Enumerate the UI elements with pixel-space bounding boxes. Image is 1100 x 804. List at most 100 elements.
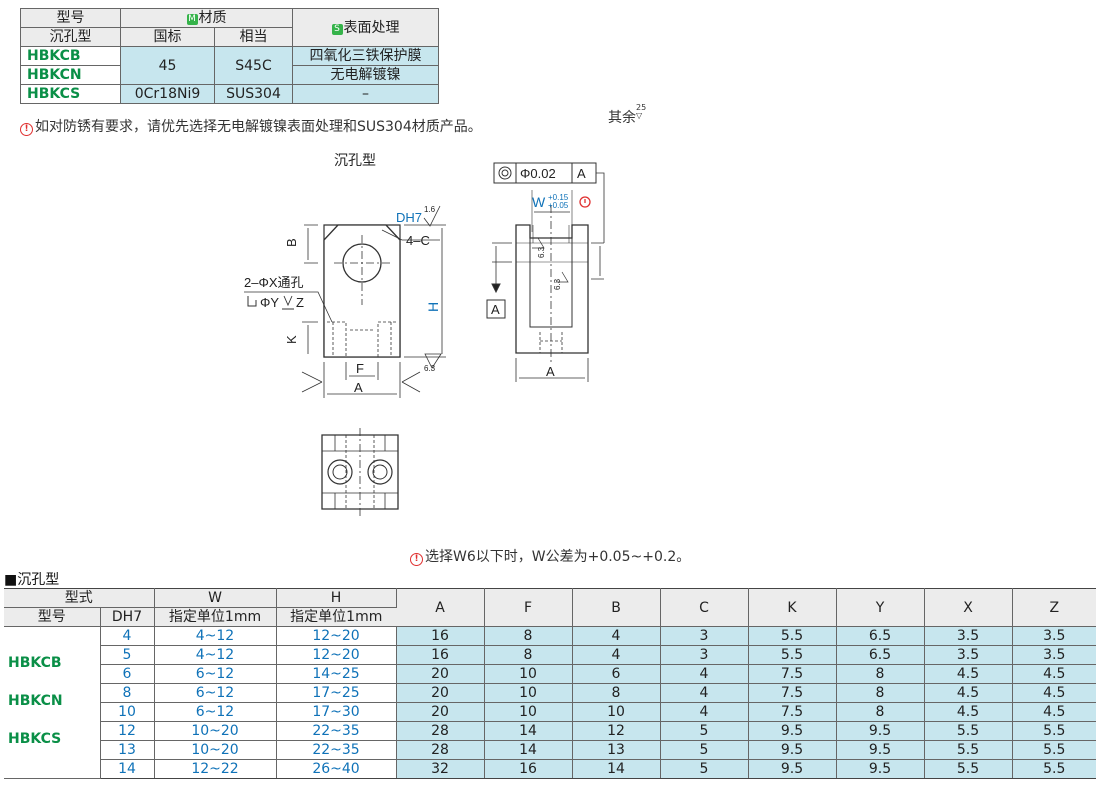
value-cell: 14: [572, 759, 661, 779]
value-cell: 6.5: [836, 626, 925, 646]
h-label: H: [425, 302, 441, 312]
value-cell: 10: [484, 683, 573, 703]
bore-circle: [342, 243, 382, 283]
header-model: 型号: [20, 8, 121, 28]
header-col: X: [924, 588, 1013, 627]
header-dh7: DH7: [100, 607, 155, 627]
svg-text:4–C: 4–C: [406, 233, 430, 248]
svg-text:6.3: 6.3: [424, 364, 436, 373]
value-cell: 3.5: [1012, 626, 1096, 646]
value-cell: 5.5: [924, 759, 1013, 779]
warning-icon: !: [410, 553, 423, 566]
header-form: 型式: [4, 588, 155, 608]
value-cell: 20: [396, 683, 485, 703]
dh7-cell: 8: [100, 683, 155, 703]
value-cell: 16: [396, 626, 485, 646]
value-cell: 4: [572, 645, 661, 665]
value-cell: 9.5: [748, 721, 837, 741]
value-cell: 4: [572, 626, 661, 646]
warning-icon: !: [20, 123, 33, 136]
technical-drawing: 沉孔型 B H K F A DH7 1.6 4–C 6.3 2–ΦX通孔 ΦY: [244, 152, 605, 516]
equivalent-cell: S45C: [214, 46, 293, 85]
header-col: Y: [836, 588, 925, 627]
value-cell: 6: [572, 664, 661, 684]
value-cell: 5.5: [748, 626, 837, 646]
header-equivalent: 相当: [214, 27, 293, 47]
front-view: B H K F A DH7 1.6 4–C 6.3 2–ΦX通孔 ΦY Z: [244, 205, 446, 398]
value-cell: 16: [484, 759, 573, 779]
header-col: A: [396, 588, 485, 627]
header-national: 国标: [120, 27, 215, 47]
header-w-unit: 指定单位1mm: [154, 607, 277, 627]
value-cell: 13: [572, 740, 661, 760]
national-cell: 0Cr18Ni9: [120, 84, 215, 104]
header-w: W: [154, 588, 277, 608]
value-cell: 5.5: [1012, 759, 1096, 779]
value-cell: 5.5: [924, 740, 1013, 760]
svg-text:F: F: [356, 361, 364, 376]
header-h-unit: 指定单位1mm: [276, 607, 396, 627]
value-cell: 10: [572, 702, 661, 722]
value-cell: 5.5: [748, 645, 837, 665]
value-cell: 28: [396, 740, 485, 760]
w-cell: 12~22: [154, 759, 277, 779]
value-cell: 4.5: [924, 702, 1013, 722]
svg-text:B: B: [284, 238, 299, 247]
svg-text:A: A: [546, 364, 555, 379]
value-cell: 6.5: [836, 645, 925, 665]
value-cell: 10: [484, 664, 573, 684]
dh7-label: DH7: [396, 210, 422, 225]
value-cell: 3.5: [924, 626, 1013, 646]
value-cell: 4: [660, 664, 749, 684]
h-cell: 17~25: [276, 683, 397, 703]
header-col: Z: [1012, 588, 1096, 627]
bottom-view: [321, 428, 399, 516]
value-cell: 7.5: [748, 683, 837, 703]
svg-text:+0.05: +0.05: [548, 201, 569, 210]
surface-cell: 四氧化三铁保护膜: [292, 46, 439, 66]
dh7-cell: 6: [100, 664, 155, 684]
value-cell: 8: [836, 683, 925, 703]
value-cell: 8: [484, 626, 573, 646]
model-cell: HBKCN: [20, 65, 121, 85]
header-h: H: [276, 588, 397, 608]
surface-cell: 无电解镀镍: [292, 65, 439, 85]
value-cell: 4.5: [924, 683, 1013, 703]
header-col: C: [660, 588, 749, 627]
svg-text:A: A: [577, 166, 586, 181]
value-cell: 3.5: [1012, 645, 1096, 665]
warning-icon: [579, 196, 591, 208]
value-cell: 5: [660, 759, 749, 779]
svg-text:K: K: [284, 335, 299, 344]
model-name: HBKCN: [8, 693, 63, 709]
value-cell: 8: [484, 645, 573, 665]
value-cell: 8: [836, 664, 925, 684]
svg-text:6.3: 6.3: [537, 246, 546, 258]
value-cell: 7.5: [748, 664, 837, 684]
dh7-cell: 12: [100, 721, 155, 741]
value-cell: 10: [484, 702, 573, 722]
value-cell: 3.5: [924, 645, 1013, 665]
surface-badge-icon: S: [331, 23, 343, 35]
value-cell: 4.5: [1012, 683, 1096, 703]
w-cell: 4~12: [154, 626, 277, 646]
rust-note: !如对防锈有要求，请优先选择无电解镀镍表面处理和SUS304材质产品。: [20, 116, 482, 136]
value-cell: 32: [396, 759, 485, 779]
value-cell: 20: [396, 664, 485, 684]
value-cell: 9.5: [748, 740, 837, 760]
dh7-cell: 4: [100, 626, 155, 646]
h-cell: 22~35: [276, 721, 397, 741]
equivalent-cell: SUS304: [214, 84, 293, 104]
value-cell: 16: [396, 645, 485, 665]
svg-text:6.3: 6.3: [553, 278, 562, 290]
dh7-cell: 10: [100, 702, 155, 722]
w-cell: 4~12: [154, 645, 277, 665]
svg-text:A: A: [491, 302, 500, 317]
value-cell: 12: [572, 721, 661, 741]
concentricity-icon: [498, 166, 512, 180]
value-cell: 5: [660, 721, 749, 741]
roughness-symbol-icon: ▽: [636, 111, 643, 120]
value-cell: 4.5: [1012, 702, 1096, 722]
w-cell: 10~20: [154, 721, 277, 741]
